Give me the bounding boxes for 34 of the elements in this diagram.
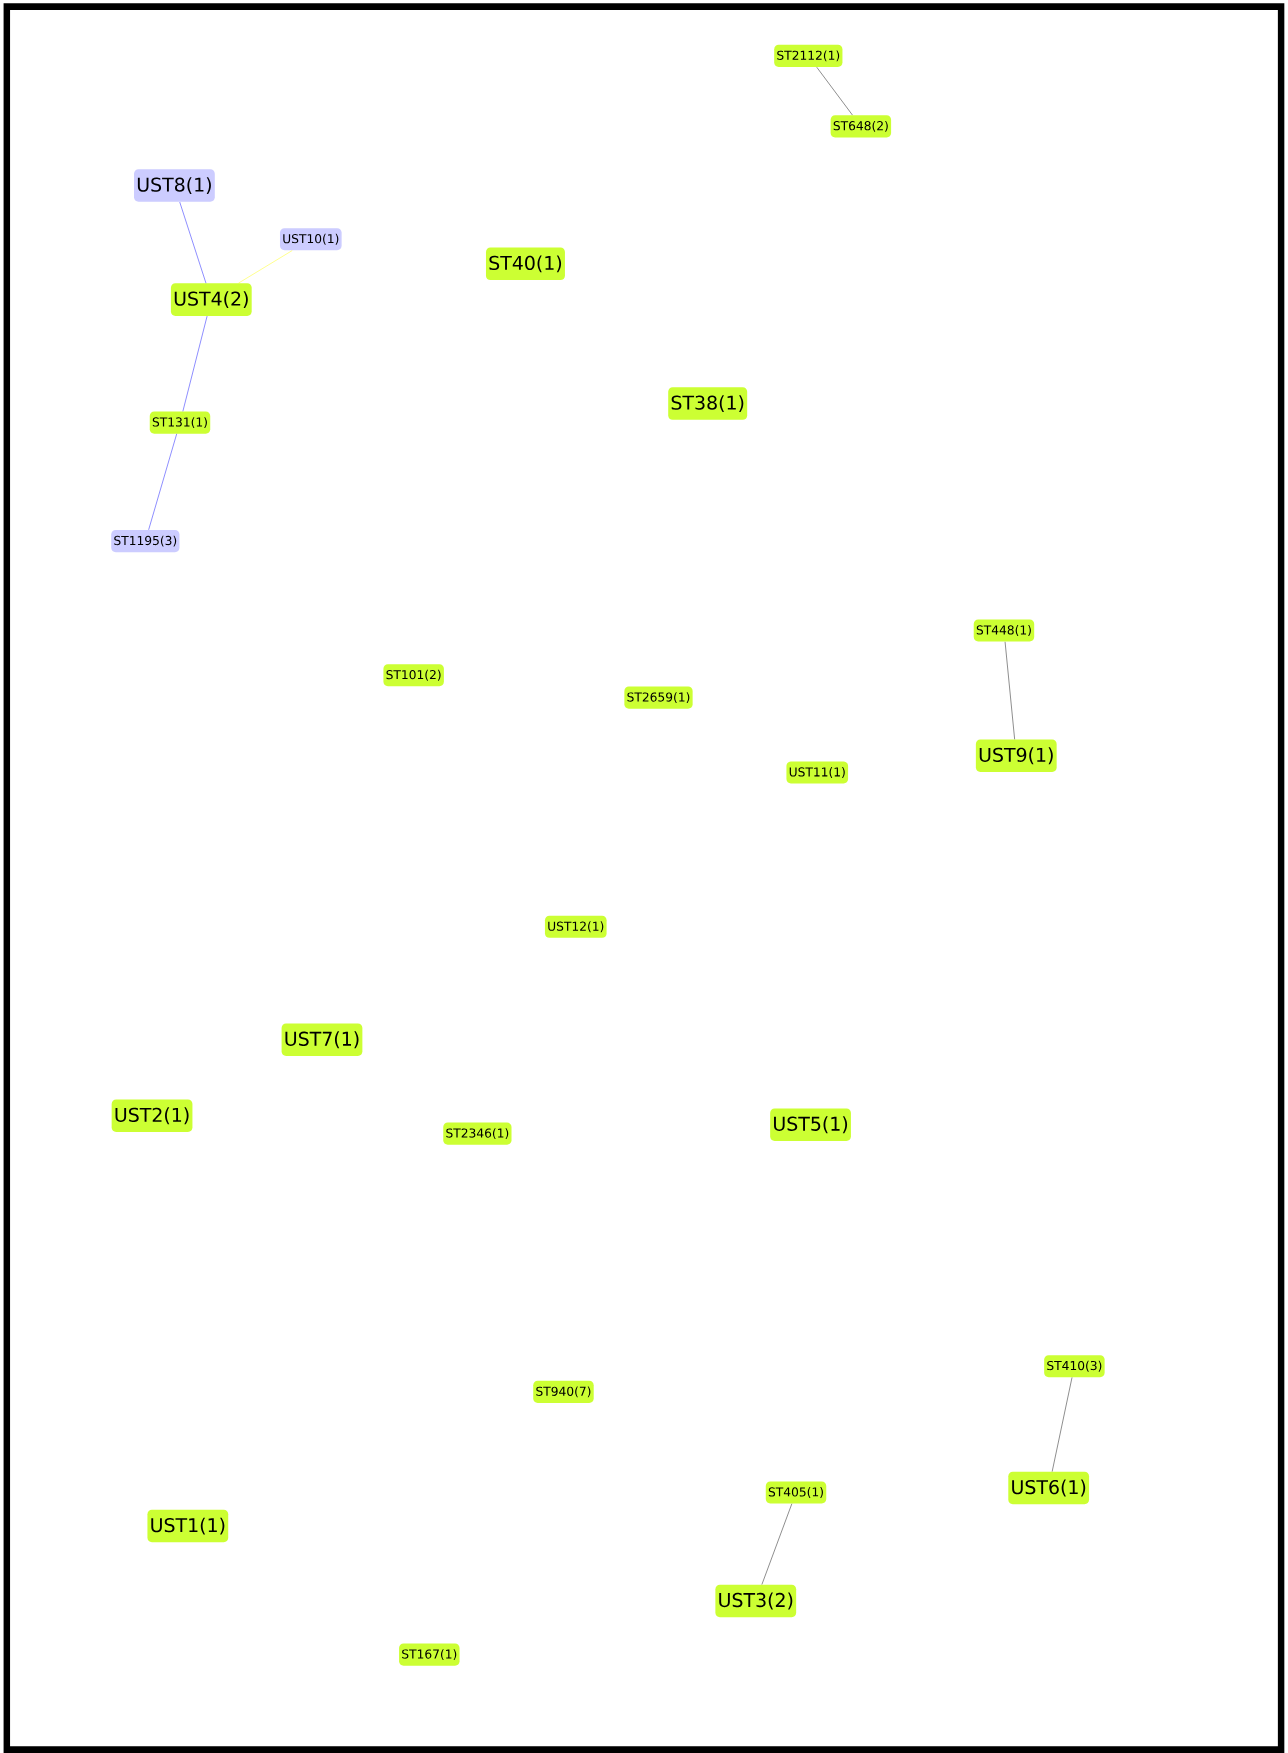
node-box: UST5(1) [770,1108,851,1141]
node-box: ST38(1) [668,387,748,420]
node-box: ST648(2) [830,115,892,138]
node-box: ST405(1) [765,1481,827,1504]
node-box: ST448(1) [973,619,1035,642]
connector-line [182,315,208,412]
connector-line [238,250,293,284]
node-box: UST11(1) [786,761,849,784]
node-box: UST4(2) [170,283,252,316]
node-box: UST1(1) [147,1509,229,1543]
node-box: ST101(2) [383,664,444,687]
node-box: UST7(1) [281,1023,363,1056]
node-box: UST8(1) [134,169,215,202]
node-box: ST2112(1) [774,44,843,67]
connector-line [148,433,177,531]
node-box: ST2346(1) [443,1122,512,1145]
node-box: UST9(1) [975,739,1057,773]
node-box: UST10(1) [280,228,342,251]
connector-line [179,201,207,284]
node-box: ST40(1) [486,247,565,281]
node-box: ST410(3) [1044,1355,1105,1378]
node-box: ST167(1) [399,1643,460,1666]
node-box: UST12(1) [545,915,607,938]
connector-line [816,66,853,116]
node-box: ST1195(3) [111,530,180,553]
node-box: ST940(7) [533,1380,594,1403]
connector-line [761,1503,793,1585]
node-box: UST6(1) [1008,1471,1090,1505]
node-box: ST2659(1) [624,686,693,709]
node-box: UST2(1) [111,1099,193,1132]
node-box: UST3(2) [715,1584,797,1618]
connector-line [1051,1377,1073,1472]
node-box: ST131(1) [149,411,211,434]
connector-line [1004,641,1015,740]
